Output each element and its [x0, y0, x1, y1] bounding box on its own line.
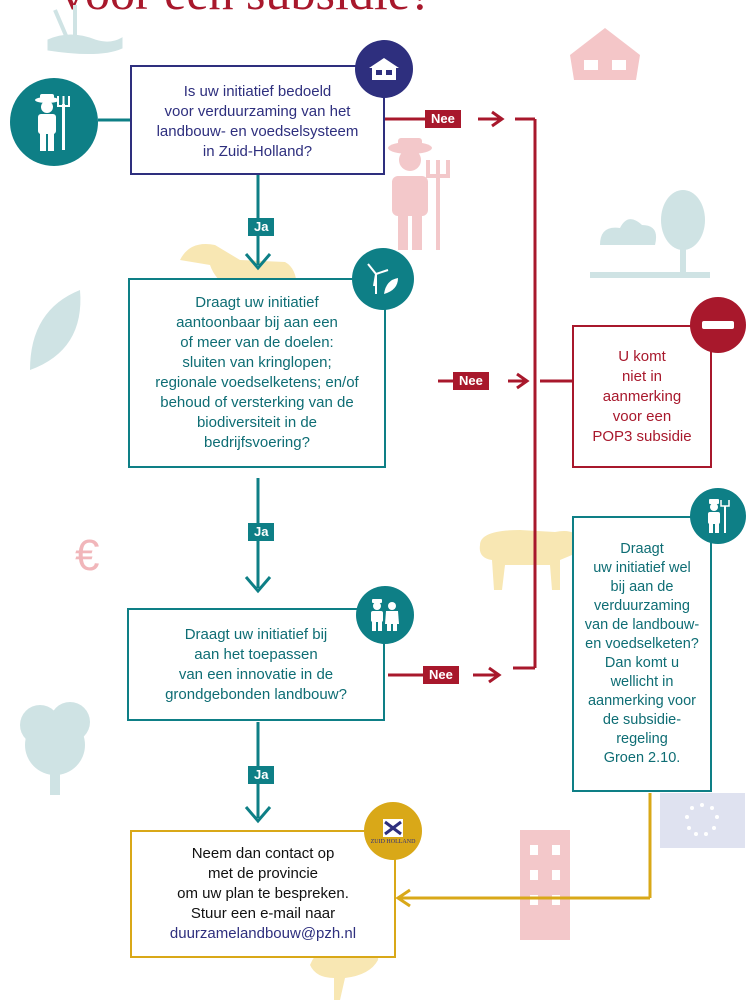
logo-text: ZUID HOLLAND: [370, 838, 416, 845]
farmer-icon: [10, 78, 98, 166]
windmill-leaf-icon: [352, 248, 414, 310]
question-2-box: Draagt uw initiatief aantoonbaar bij aan…: [128, 278, 386, 468]
email-link[interactable]: duurzamelandbouw@pzh.nl: [169, 925, 357, 942]
cow-silhouette-icon: [479, 530, 580, 590]
nee-label-2: Nee: [453, 372, 489, 390]
eu-flag-icon: [660, 793, 745, 848]
question-1-box: Is uw initiatief bedoeld voor verduurzam…: [130, 65, 385, 175]
province-logo-icon: ZUID HOLLAND: [364, 802, 422, 860]
ja-label-3: Ja: [248, 766, 275, 784]
wheat-icon: [47, 5, 123, 55]
tree-icon: [20, 702, 90, 795]
no-entry-icon: [690, 297, 746, 353]
euro-icon: €: [75, 531, 99, 580]
question-3-box: Draagt uw initiatief bij aan het toepass…: [127, 608, 385, 721]
barn-icon: [570, 28, 640, 80]
page-title: voor een subsidie?: [60, 0, 432, 22]
not-eligible-box: U komt niet in aanmerking voor een POP3 …: [572, 325, 712, 468]
farmer-silhouette-icon: [388, 138, 450, 250]
leaf-icon: [30, 290, 81, 370]
contact-text: Neem dan contact op met de provincie om …: [177, 845, 349, 922]
ja-label-2: Ja: [248, 523, 275, 541]
ja-label-1: Ja: [248, 218, 275, 236]
farmers-icon: [356, 586, 414, 644]
nee-label-3: Nee: [423, 666, 459, 684]
house-icon: [355, 40, 413, 98]
groen-box: Draagt uw initiatief wel bij aan de verd…: [572, 516, 712, 792]
nee-label-1: Nee: [425, 110, 461, 128]
farmer-small-icon: [690, 488, 746, 544]
contact-box: Neem dan contact op met de provincie om …: [130, 830, 396, 958]
cloud-tree-icon: [590, 190, 710, 278]
building-icon: [520, 830, 570, 940]
